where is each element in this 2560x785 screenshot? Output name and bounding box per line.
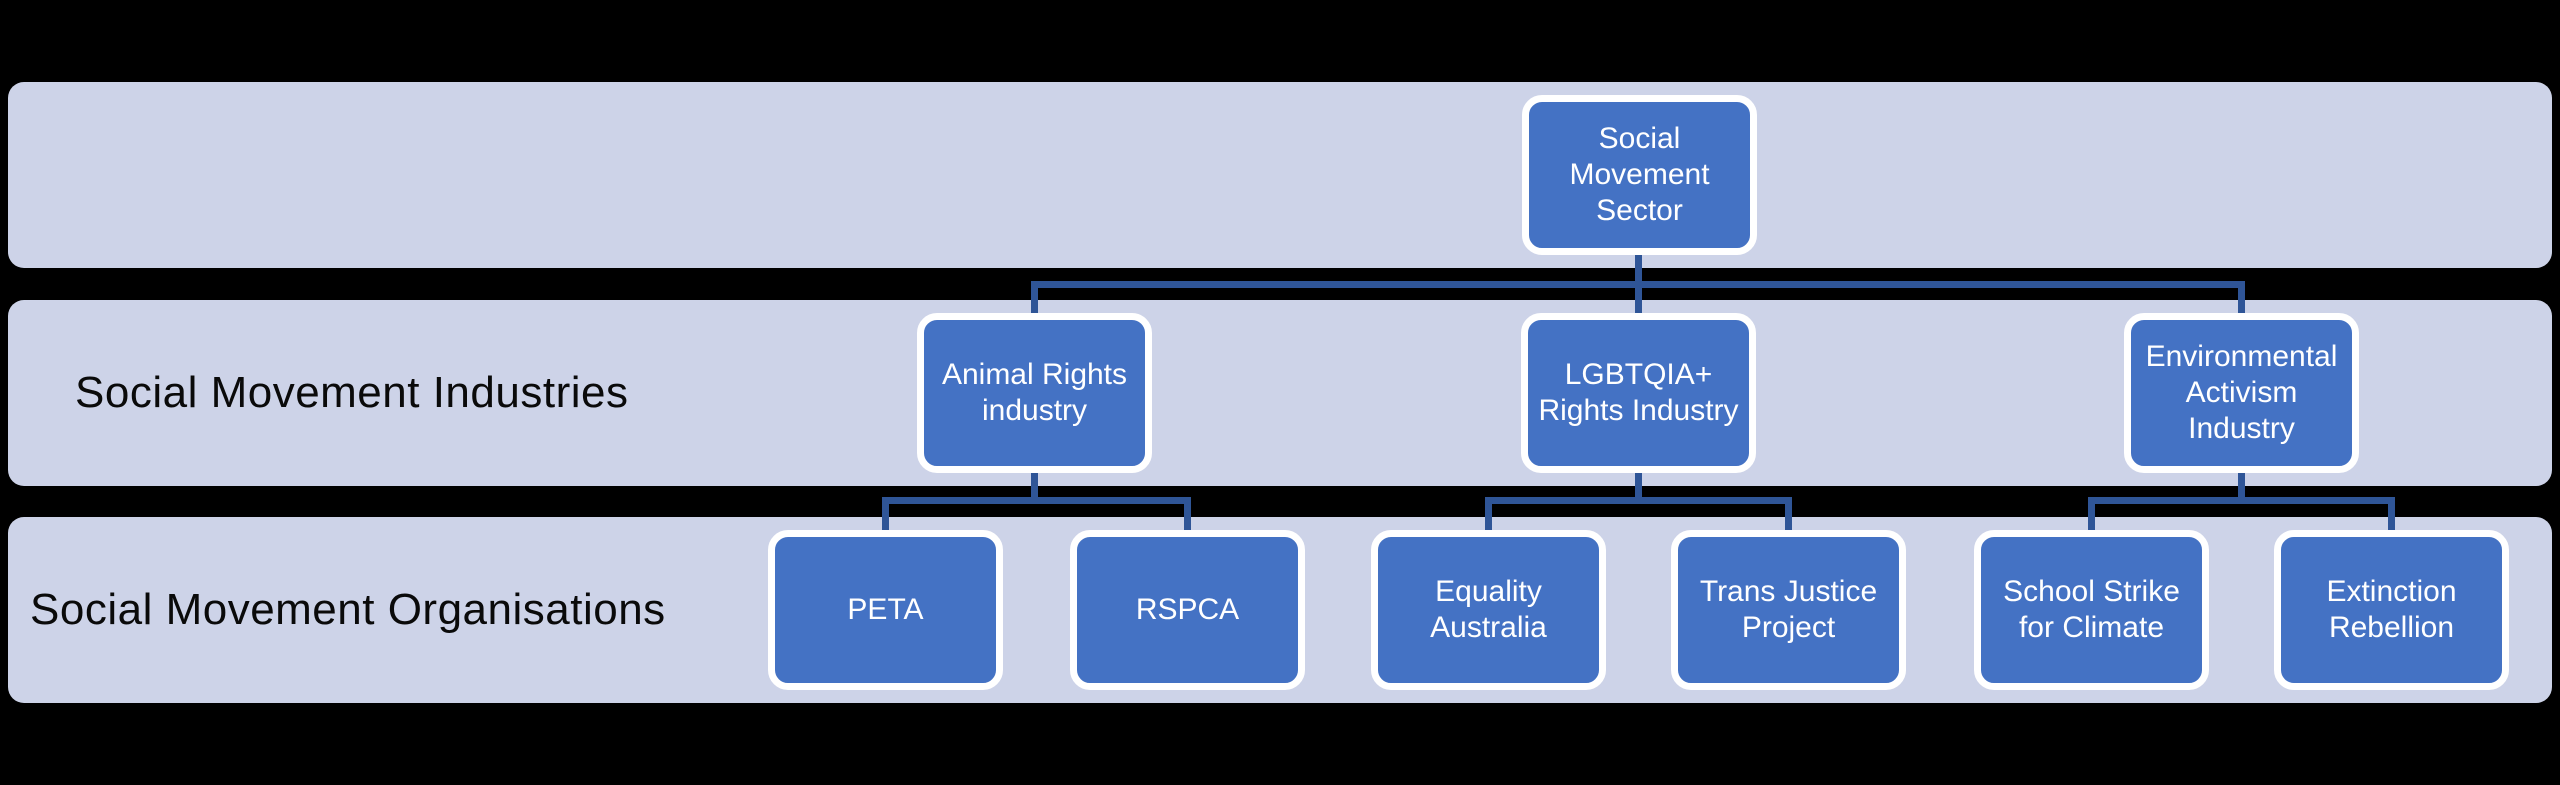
node-animal-rights-industry: Animal Rights industry bbox=[917, 313, 1152, 473]
node-trans-justice-project: Trans Justice Project bbox=[1671, 530, 1906, 690]
node-environmental-activism-industry: Environmental Activism Industry bbox=[2124, 313, 2359, 473]
connector-drop-school bbox=[2088, 504, 2095, 532]
connector-drop-rspca bbox=[1184, 504, 1191, 532]
node-lgbtqia-rights-industry: LGBTQIA+ Rights Industry bbox=[1521, 313, 1756, 473]
connector-drop-environmental bbox=[2238, 288, 2245, 315]
node-social-movement-sector: Social Movement Sector bbox=[1522, 95, 1757, 255]
node-rspca: RSPCA bbox=[1070, 530, 1305, 690]
band-label-organisations: Social Movement Organisations bbox=[30, 585, 666, 634]
connector-lgbtqia-stub bbox=[1635, 473, 1642, 502]
node-equality-australia: Equality Australia bbox=[1371, 530, 1606, 690]
node-school-strike-for-climate: School Strike for Climate bbox=[1974, 530, 2209, 690]
band-sector bbox=[8, 82, 2552, 268]
connector-environmental-horizontal bbox=[2088, 497, 2395, 504]
connector-environmental-stub bbox=[2238, 473, 2245, 502]
node-peta: PETA bbox=[768, 530, 1003, 690]
connector-drop-extinction bbox=[2388, 504, 2395, 532]
connector-drop-trans bbox=[1785, 504, 1792, 532]
connector-industries-horizontal bbox=[1031, 281, 2245, 288]
connector-lgbtqia-horizontal bbox=[1485, 497, 1792, 504]
connector-drop-peta bbox=[882, 504, 889, 532]
connector-animal-horizontal bbox=[882, 497, 1191, 504]
connector-drop-equality bbox=[1485, 504, 1492, 532]
connector-drop-animal bbox=[1031, 288, 1038, 315]
node-extinction-rebellion: Extinction Rebellion bbox=[2274, 530, 2509, 690]
band-label-industries: Social Movement Industries bbox=[75, 368, 629, 417]
connector-animal-stub bbox=[1031, 473, 1038, 502]
